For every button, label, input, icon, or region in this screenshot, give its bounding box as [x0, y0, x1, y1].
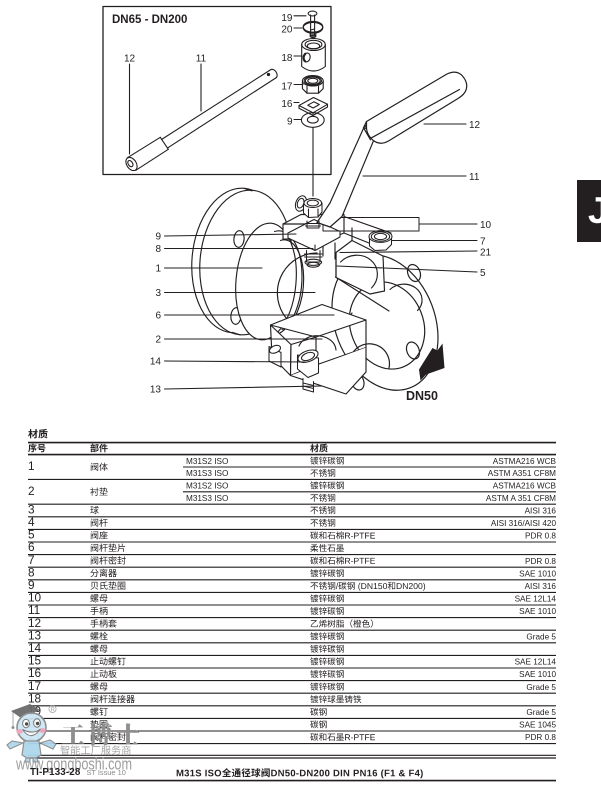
svg-text:2: 2 — [28, 484, 35, 498]
svg-text:3: 3 — [28, 502, 35, 516]
svg-text:10: 10 — [28, 591, 42, 605]
svg-text:SAE 1010: SAE 1010 — [519, 670, 556, 679]
svg-text:7: 7 — [480, 237, 486, 248]
svg-text:11: 11 — [28, 603, 40, 617]
svg-text:9: 9 — [287, 117, 293, 128]
svg-text:1: 1 — [28, 459, 35, 473]
svg-text:16: 16 — [281, 99, 293, 110]
svg-text:6: 6 — [155, 311, 161, 322]
svg-text:ASTM A 351 CF8M: ASTM A 351 CF8M — [486, 494, 556, 503]
svg-text:AISI 316: AISI 316 — [525, 582, 557, 591]
svg-text:Grade 5: Grade 5 — [526, 708, 556, 717]
svg-text:1: 1 — [155, 264, 161, 275]
svg-text:15: 15 — [28, 654, 42, 668]
svg-text:4: 4 — [28, 515, 35, 529]
svg-text:11: 11 — [196, 54, 207, 65]
svg-text:21: 21 — [480, 248, 492, 259]
svg-text:18: 18 — [281, 53, 293, 64]
svg-text:PDR 0.8: PDR 0.8 — [525, 557, 556, 566]
svg-text:PDR 0.8: PDR 0.8 — [525, 532, 556, 541]
svg-text:13: 13 — [28, 628, 42, 642]
svg-text:ASTM A351 CF8M: ASTM A351 CF8M — [488, 469, 556, 478]
svg-text:16: 16 — [28, 666, 42, 680]
svg-text:AISI 316: AISI 316 — [525, 506, 557, 515]
svg-text:12: 12 — [124, 54, 136, 65]
svg-text:SAE 1010: SAE 1010 — [519, 569, 556, 578]
svg-text:M31S2 ISO: M31S2 ISO — [186, 457, 228, 466]
svg-text:20: 20 — [281, 25, 293, 36]
svg-text:12: 12 — [28, 616, 41, 630]
svg-text:DN65 - DN200: DN65 - DN200 — [112, 14, 187, 26]
svg-text:5: 5 — [28, 528, 35, 542]
svg-text:SAE 12L14: SAE 12L14 — [515, 658, 557, 667]
svg-text:14: 14 — [28, 641, 42, 655]
svg-text:ST Issue 10: ST Issue 10 — [87, 768, 126, 777]
svg-text:17: 17 — [28, 679, 41, 693]
svg-text:SAE 12L14: SAE 12L14 — [515, 595, 557, 604]
svg-text:SAE 1045: SAE 1045 — [519, 721, 556, 730]
svg-text:PDR 0.8: PDR 0.8 — [525, 733, 556, 742]
svg-text:18: 18 — [28, 691, 42, 705]
svg-text:9: 9 — [28, 578, 35, 592]
svg-text:10: 10 — [480, 220, 492, 231]
svg-text:ASTMA216 WCB: ASTMA216 WCB — [493, 482, 557, 491]
svg-text:J: J — [588, 190, 601, 231]
svg-text:19: 19 — [281, 13, 293, 24]
svg-text:12: 12 — [469, 120, 481, 131]
svg-text:Grade 5: Grade 5 — [526, 683, 556, 692]
svg-text:8: 8 — [28, 565, 35, 579]
svg-text:ASTMA216 WCB: ASTMA216 WCB — [493, 457, 557, 466]
svg-text:2: 2 — [155, 335, 161, 346]
svg-text:17: 17 — [281, 82, 293, 93]
svg-text:11: 11 — [469, 172, 480, 183]
svg-text:AISI 316/AISI 420: AISI 316/AISI 420 — [491, 519, 557, 528]
svg-text:13: 13 — [150, 385, 162, 396]
svg-text:6: 6 — [28, 540, 35, 554]
svg-text:3: 3 — [155, 288, 161, 299]
svg-text:8: 8 — [155, 244, 161, 255]
svg-text:7: 7 — [28, 553, 35, 567]
svg-text:www.gongboshi.com: www.gongboshi.com — [15, 756, 132, 774]
svg-text:M31S3 ISO: M31S3 ISO — [186, 494, 228, 503]
svg-text:M31S2 ISO: M31S2 ISO — [186, 482, 228, 491]
svg-text:Grade 5: Grade 5 — [526, 632, 556, 641]
svg-text:DN50: DN50 — [406, 389, 438, 403]
svg-text:9: 9 — [155, 232, 161, 243]
svg-text:14: 14 — [150, 357, 162, 368]
svg-text:M31S3 ISO: M31S3 ISO — [186, 469, 228, 478]
svg-text:5: 5 — [480, 268, 486, 279]
svg-text:SAE 1010: SAE 1010 — [519, 607, 556, 616]
svg-text:TI-P133-28: TI-P133-28 — [30, 767, 81, 778]
